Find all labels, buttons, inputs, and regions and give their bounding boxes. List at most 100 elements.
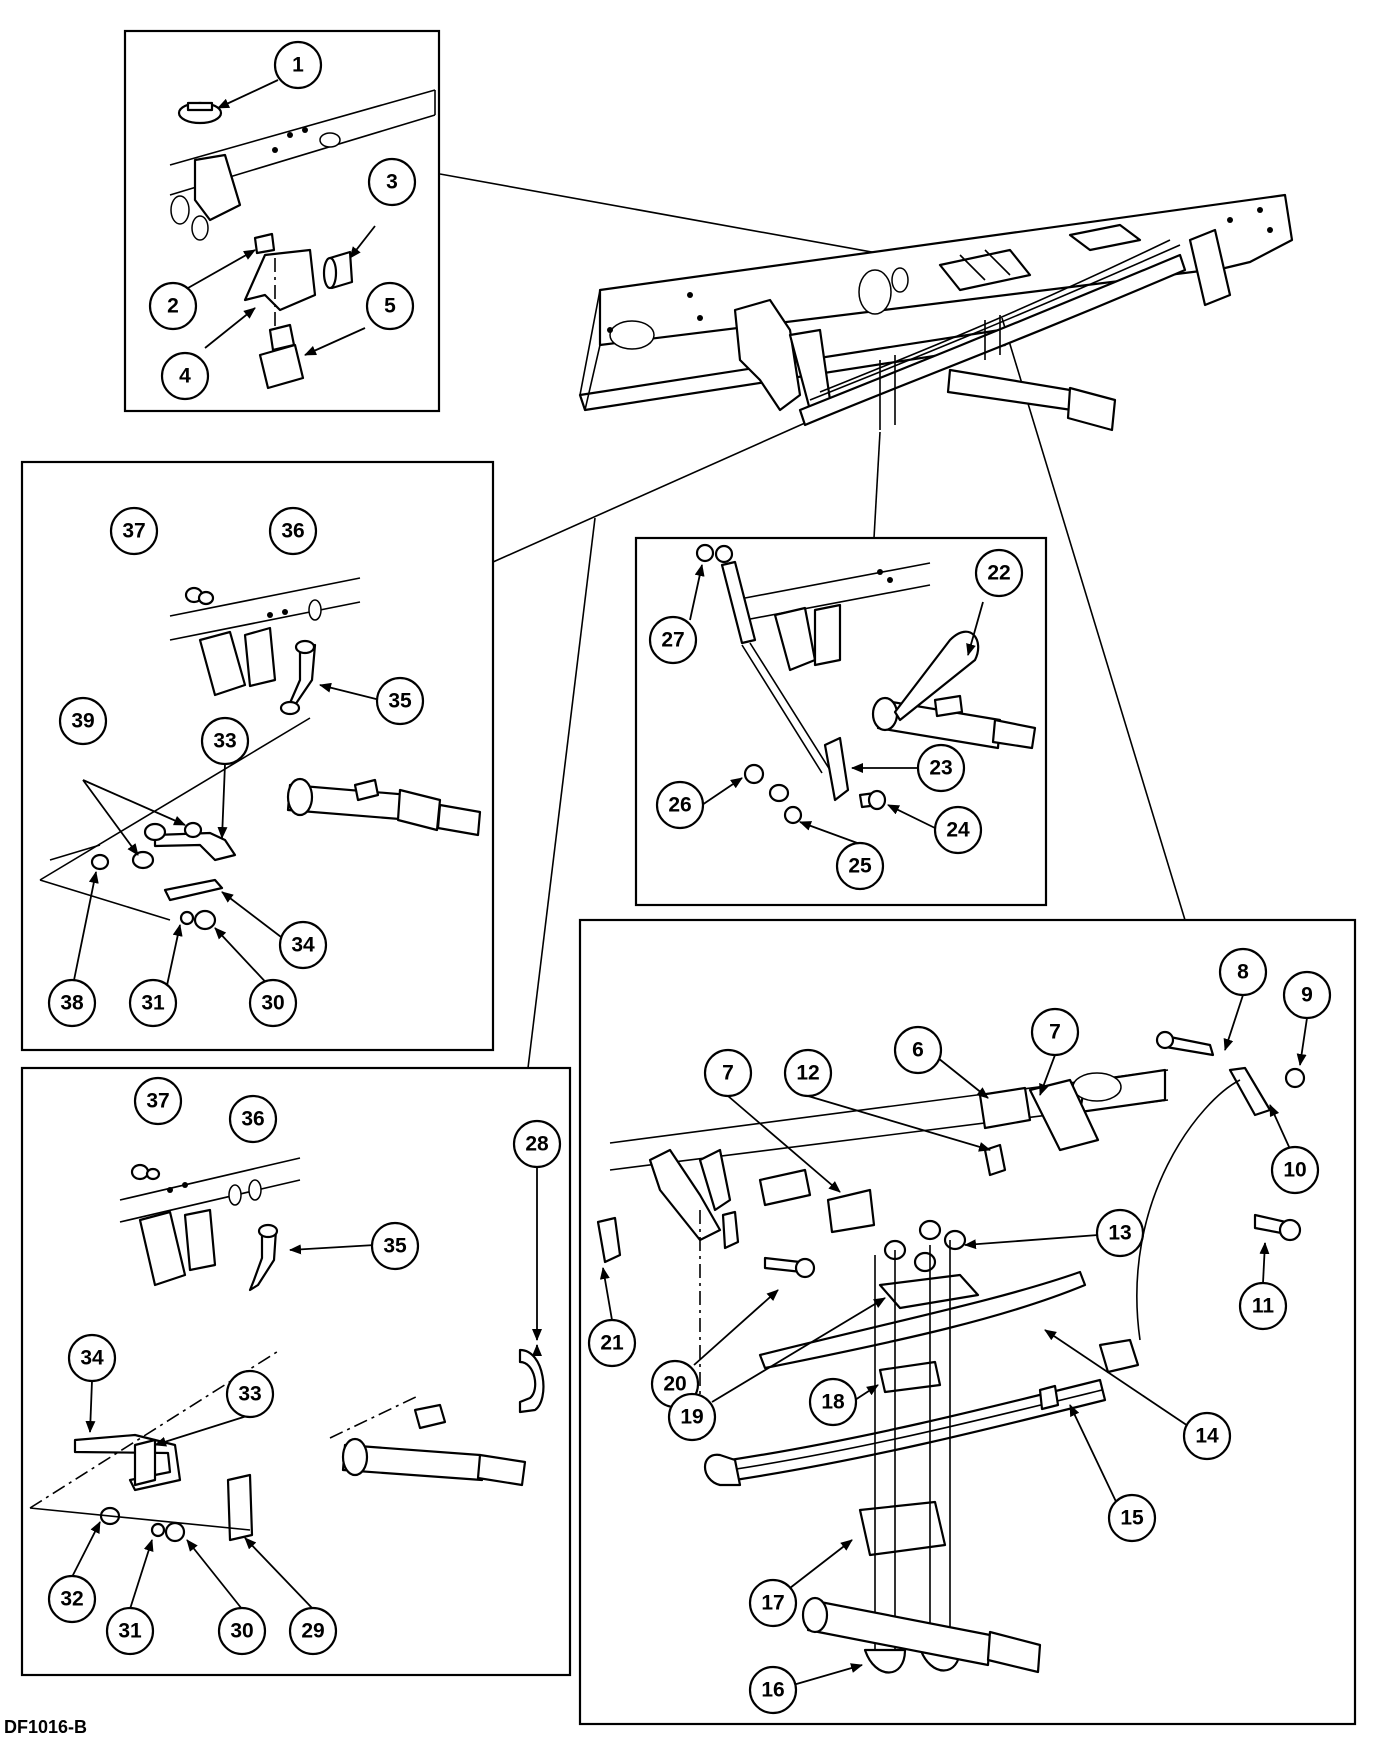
callout-12: 12 — [783, 1048, 833, 1098]
svg-text:5: 5 — [384, 295, 396, 318]
svg-text:35: 35 — [388, 690, 412, 713]
svg-text:22: 22 — [987, 562, 1010, 585]
callout-33: 33 — [225, 1369, 275, 1419]
svg-text:3: 3 — [386, 171, 398, 194]
svg-text:15: 15 — [1120, 1507, 1144, 1530]
callout-26: 26 — [655, 780, 705, 830]
callout-8: 8 — [1218, 947, 1268, 997]
svg-text:25: 25 — [848, 855, 872, 878]
svg-text:6: 6 — [912, 1039, 924, 1062]
svg-text:33: 33 — [213, 730, 236, 753]
callout-15: 15 — [1107, 1493, 1157, 1543]
callout-37: 37 — [109, 506, 159, 556]
callout-14: 14 — [1182, 1411, 1232, 1461]
svg-text:14: 14 — [1195, 1425, 1219, 1448]
inset-frame-bottom-left — [20, 1066, 572, 1677]
callout-11: 11 — [1238, 1281, 1288, 1331]
svg-text:7: 7 — [722, 1062, 734, 1085]
figure-code: DF1016-B — [4, 1717, 88, 1737]
callout-10: 10 — [1270, 1145, 1320, 1195]
callout-37: 37 — [133, 1076, 183, 1126]
svg-text:21: 21 — [600, 1332, 624, 1355]
inset-right-parts — [596, 1030, 1306, 1674]
svg-text:23: 23 — [929, 757, 952, 780]
svg-text:30: 30 — [230, 1620, 253, 1643]
svg-text:9: 9 — [1301, 984, 1313, 1007]
callout-30: 30 — [217, 1606, 267, 1656]
svg-text:2: 2 — [167, 295, 179, 318]
svg-text:37: 37 — [146, 1090, 169, 1113]
callout-9: 9 — [1282, 970, 1332, 1020]
callout-36: 36 — [268, 506, 318, 556]
svg-text:20: 20 — [663, 1373, 686, 1396]
svg-text:37: 37 — [122, 520, 145, 543]
callout-2: 2 — [148, 281, 198, 331]
inset-frame-mid-left — [20, 460, 495, 1052]
svg-text:17: 17 — [761, 1592, 784, 1615]
callout-7: 7 — [703, 1048, 753, 1098]
inset-frame-right — [578, 918, 1357, 1726]
svg-text:31: 31 — [141, 992, 165, 1015]
callout-30: 30 — [248, 978, 298, 1028]
svg-text:19: 19 — [680, 1406, 703, 1429]
svg-text:24: 24 — [946, 819, 970, 842]
callout-36: 36 — [228, 1094, 278, 1144]
svg-text:18: 18 — [821, 1391, 845, 1414]
callout-17: 17 — [748, 1578, 798, 1628]
callout-16: 16 — [748, 1665, 798, 1715]
callout-23: 23 — [916, 743, 966, 793]
svg-text:36: 36 — [241, 1108, 264, 1131]
callout-34: 34 — [278, 920, 328, 970]
callout-31: 31 — [105, 1606, 155, 1656]
svg-text:13: 13 — [1108, 1222, 1131, 1245]
svg-text:33: 33 — [238, 1383, 261, 1406]
svg-text:7: 7 — [1049, 1021, 1061, 1044]
callout-13: 13 — [1095, 1208, 1145, 1258]
callout-18: 18 — [808, 1377, 858, 1427]
callout-35: 35 — [375, 676, 425, 726]
callout-3: 3 — [367, 157, 417, 207]
inset-top-left-parts — [169, 89, 436, 390]
svg-text:4: 4 — [179, 365, 191, 388]
inset-bottom-left-parts — [29, 1157, 545, 1543]
svg-text:32: 32 — [60, 1588, 83, 1611]
svg-text:34: 34 — [291, 934, 315, 957]
callout-32: 32 — [47, 1574, 97, 1624]
callout-24: 24 — [933, 805, 983, 855]
callout-22: 22 — [974, 548, 1024, 598]
callout-28: 28 — [512, 1119, 562, 1169]
svg-text:35: 35 — [383, 1235, 407, 1258]
svg-text:27: 27 — [661, 629, 684, 652]
callout-27: 27 — [648, 615, 698, 665]
callout-1: 1 — [273, 40, 323, 90]
callout-31: 31 — [128, 978, 178, 1028]
callout-38: 38 — [47, 978, 97, 1028]
svg-text:29: 29 — [301, 1620, 324, 1643]
svg-text:39: 39 — [71, 710, 94, 733]
svg-text:34: 34 — [80, 1347, 104, 1370]
svg-text:8: 8 — [1237, 961, 1249, 984]
inset-mid-left-parts — [39, 577, 482, 931]
callout-29: 29 — [288, 1606, 338, 1656]
svg-text:36: 36 — [281, 520, 304, 543]
main-frame-overview — [578, 193, 1294, 432]
svg-text:16: 16 — [761, 1679, 784, 1702]
svg-text:38: 38 — [60, 992, 84, 1015]
svg-text:11: 11 — [1252, 1295, 1275, 1318]
callout-19: 19 — [667, 1392, 717, 1442]
callout-35: 35 — [370, 1221, 420, 1271]
callout-34: 34 — [67, 1333, 117, 1383]
callout-33: 33 — [200, 716, 250, 766]
svg-text:1: 1 — [292, 54, 304, 77]
callout-4: 4 — [160, 351, 210, 401]
svg-text:10: 10 — [1283, 1159, 1306, 1182]
svg-text:26: 26 — [668, 794, 691, 817]
svg-text:30: 30 — [261, 992, 284, 1015]
callout-39: 39 — [58, 696, 108, 746]
callout-7: 7 — [1030, 1007, 1080, 1057]
callout-21: 21 — [587, 1318, 637, 1368]
svg-text:31: 31 — [118, 1620, 142, 1643]
callout-6: 6 — [893, 1025, 943, 1075]
inset-center-parts — [695, 543, 1037, 825]
